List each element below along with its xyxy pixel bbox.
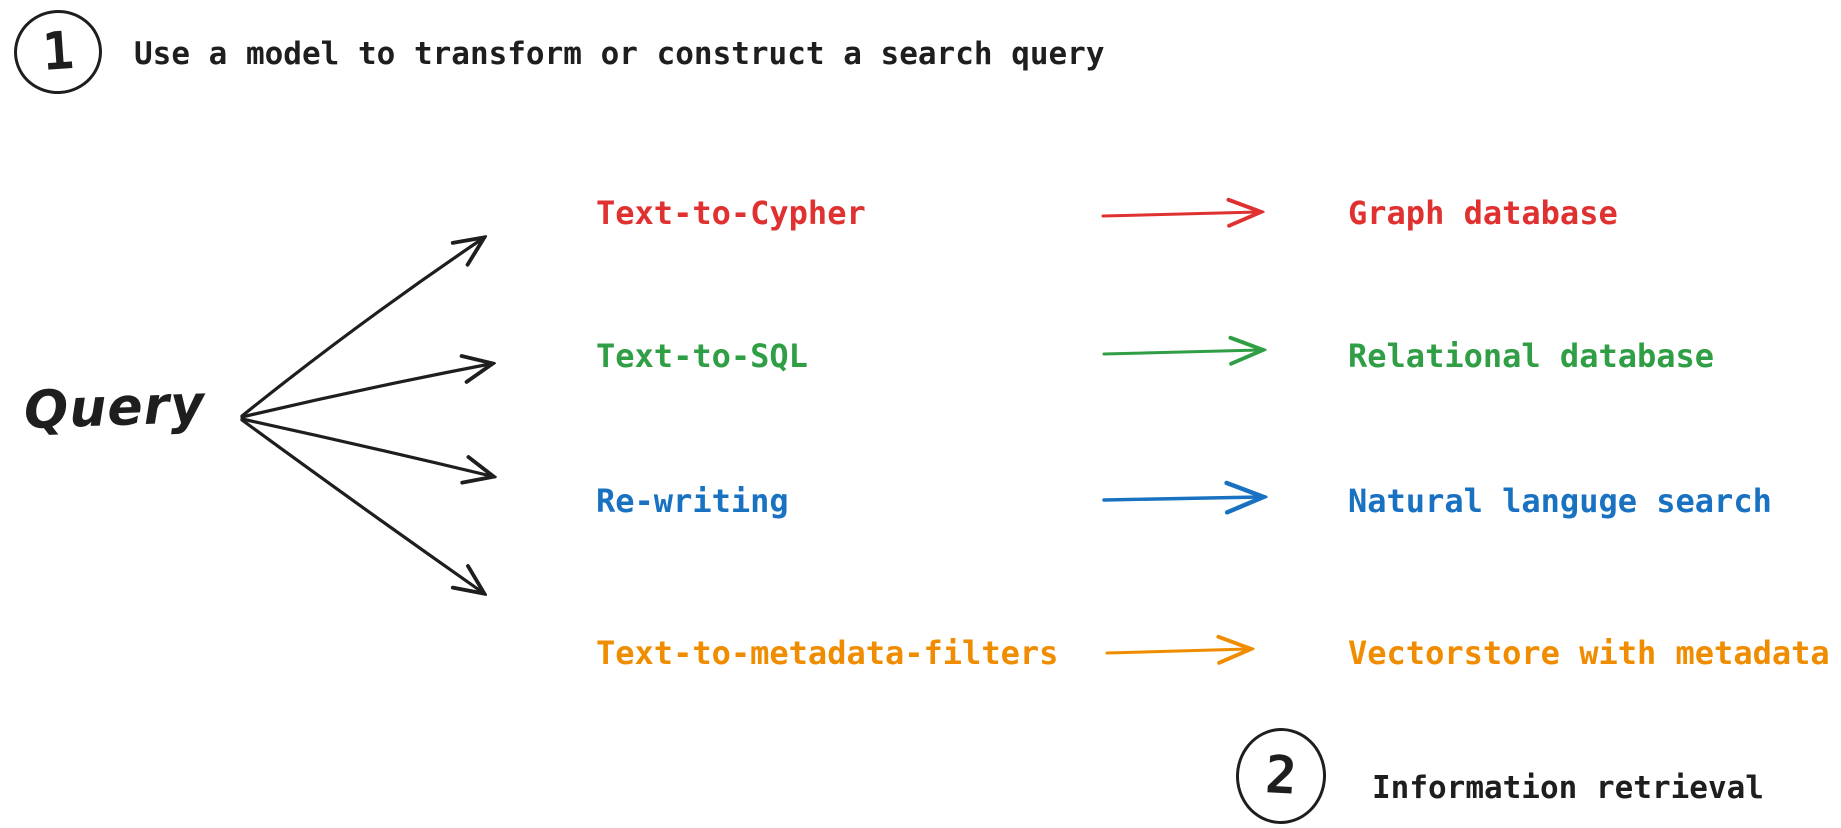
fan-arrow-to-re-writing bbox=[240, 417, 491, 476]
step-1-badge: 1 bbox=[11, 7, 105, 97]
target-label-graph-database: Graph database bbox=[1348, 194, 1618, 232]
flow-arrow-graph-database bbox=[1101, 212, 1258, 216]
target-label-natural-language-search: Natural languge search bbox=[1348, 482, 1772, 520]
step-1-number: 1 bbox=[40, 20, 76, 84]
step-2-label: Information retrieval bbox=[1372, 770, 1764, 806]
method-label-text-to-metadata-filters: Text-to-metadata-filters bbox=[596, 634, 1059, 672]
flow-arrow-vectorstore bbox=[1105, 649, 1248, 653]
fan-arrow-to-text-to-metadata-filters bbox=[240, 418, 482, 592]
flow-arrow-relational-database bbox=[1102, 350, 1260, 354]
method-label-text-to-sql: Text-to-SQL bbox=[596, 337, 808, 375]
step-2-badge: 2 bbox=[1233, 725, 1329, 827]
target-label-vectorstore-with-metadata: Vectorstore with metadata bbox=[1348, 634, 1830, 672]
method-label-text-to-cypher: Text-to-Cypher bbox=[596, 194, 866, 232]
target-label-relational-database: Relational database bbox=[1348, 337, 1715, 375]
flow-arrow-natural-language-search bbox=[1102, 497, 1260, 500]
fan-arrow-to-text-to-cypher bbox=[240, 239, 482, 418]
fan-arrow-to-text-to-sql bbox=[240, 364, 490, 419]
query-node-label: Query bbox=[23, 374, 207, 442]
method-label-re-writing: Re-writing bbox=[596, 482, 789, 520]
step-1-label: Use a model to transform or construct a … bbox=[134, 36, 1105, 72]
step-2-number: 2 bbox=[1263, 745, 1299, 807]
